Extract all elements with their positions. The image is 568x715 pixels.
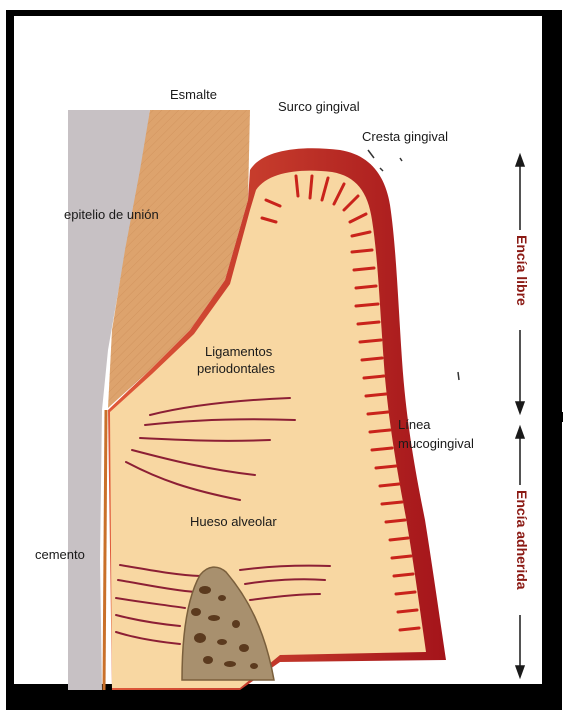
label-surco-gingival: Surco gingival [278,100,360,115]
label-mucogingival: mucogingival [398,437,474,452]
label-hueso-alveolar: Hueso alveolar [190,515,277,530]
label-cemento: cemento [35,548,85,563]
cementum-line [104,410,106,690]
label-ligamentos: Ligamentos [205,345,272,360]
label-periodontales: periodontales [197,362,275,377]
label-cresta-gingival: Cresta gingival [362,130,448,145]
label-linea: Línea [398,418,431,433]
label-encia-libre: Encía libre [514,235,530,306]
label-epitelio-union: epitelio de unión [64,208,159,223]
label-esmalte: Esmalte [170,88,217,103]
label-encia-adherida: Encía adherida [514,490,530,590]
